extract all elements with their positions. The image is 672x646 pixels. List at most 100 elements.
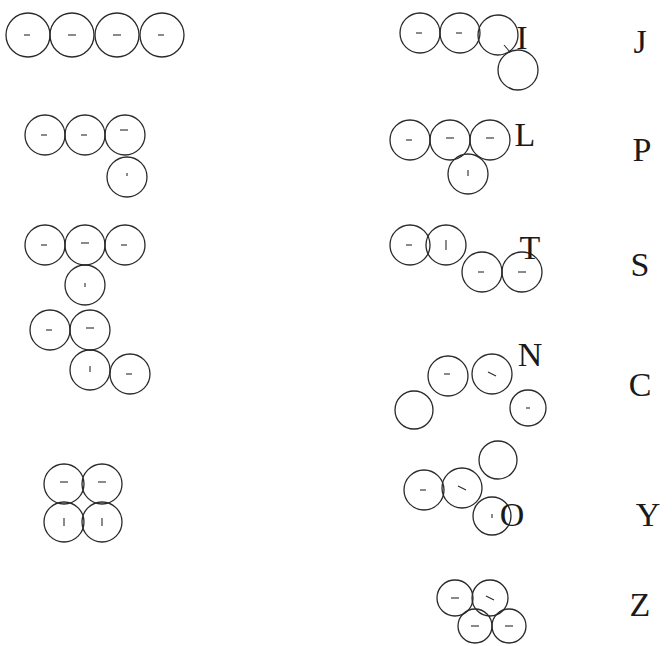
tick: [526, 407, 530, 408]
tick: [445, 240, 446, 250]
tick: [81, 134, 87, 135]
circle: [426, 225, 466, 265]
shape-o: [44, 464, 122, 542]
circle: [65, 265, 105, 305]
circle: [498, 50, 538, 90]
shape-letter: Y: [636, 498, 661, 532]
tick: [84, 283, 85, 287]
circle: [44, 502, 84, 542]
circle: [30, 310, 70, 350]
shape-i: [6, 13, 184, 57]
circle: [442, 468, 482, 508]
shape-p: [390, 120, 510, 194]
tick: [458, 486, 466, 490]
circle: [44, 464, 84, 504]
tick: [60, 481, 68, 482]
circle: [479, 441, 517, 479]
tick: [406, 244, 412, 245]
circle: [448, 154, 488, 194]
circle: [470, 120, 510, 160]
circle: [390, 225, 430, 265]
circle: [472, 354, 512, 394]
circle: [478, 15, 518, 55]
circle: [82, 464, 122, 504]
circle: [140, 13, 184, 57]
circle: [400, 13, 440, 53]
tick: [518, 271, 526, 272]
circle: [6, 13, 50, 57]
tick: [158, 34, 164, 35]
circle: [105, 225, 145, 265]
circle: [428, 356, 468, 396]
shape-letter: S: [631, 248, 650, 282]
shape-letter: P: [633, 133, 652, 167]
circle: [395, 391, 433, 429]
shape-t: [25, 225, 145, 305]
tick: [467, 170, 468, 176]
tick: [420, 489, 426, 490]
shape-letter: T: [520, 231, 541, 265]
tick: [86, 327, 94, 328]
circle: [25, 225, 65, 265]
tick: [478, 271, 484, 272]
circle: [462, 252, 502, 292]
shape-l: [25, 115, 147, 197]
circle: [65, 225, 105, 265]
circle: [70, 310, 110, 350]
tick: [68, 34, 76, 35]
circle: [25, 115, 65, 155]
shape-n: [30, 310, 150, 394]
circle: [440, 13, 480, 53]
tick: [416, 32, 422, 33]
tick: [46, 329, 52, 330]
shape-letter: C: [629, 368, 652, 402]
circle: [110, 354, 150, 394]
tick: [126, 373, 132, 374]
shape-letter: Z: [630, 588, 651, 622]
tick: [126, 173, 127, 176]
circle: [107, 157, 147, 197]
tick: [486, 137, 494, 138]
circle: [70, 350, 110, 390]
circle: [82, 502, 122, 542]
circle: [105, 115, 145, 155]
tick: [491, 514, 492, 518]
shape-s: [390, 225, 542, 292]
tick: [486, 596, 494, 600]
shape-j: [400, 13, 538, 90]
tick: [121, 244, 127, 245]
tick: [41, 244, 47, 245]
tick: [505, 625, 513, 626]
circle: [458, 609, 492, 643]
tick: [446, 137, 454, 138]
tick: [101, 518, 102, 526]
circle: [390, 120, 430, 160]
shape-letter: I: [516, 21, 527, 55]
shape-letter: O: [500, 498, 525, 532]
tick: [406, 139, 412, 140]
tick: [504, 45, 510, 52]
circle: [510, 390, 546, 426]
tick: [488, 372, 496, 376]
tick: [456, 32, 462, 33]
tick: [63, 518, 64, 526]
shape-letter: N: [518, 338, 543, 372]
tick: [41, 134, 47, 135]
shape-letter: L: [515, 118, 536, 152]
shape-letter: J: [633, 25, 646, 59]
circle: [65, 115, 105, 155]
tick: [471, 625, 479, 626]
circle: [95, 13, 139, 57]
tick: [113, 34, 121, 35]
tick: [24, 34, 30, 35]
tick: [444, 373, 450, 374]
circle: [492, 609, 526, 643]
tick: [451, 597, 459, 598]
circle: [404, 470, 444, 510]
tick: [120, 129, 128, 130]
shape-z: [437, 580, 526, 643]
tick: [98, 481, 106, 482]
circle: [50, 13, 94, 57]
